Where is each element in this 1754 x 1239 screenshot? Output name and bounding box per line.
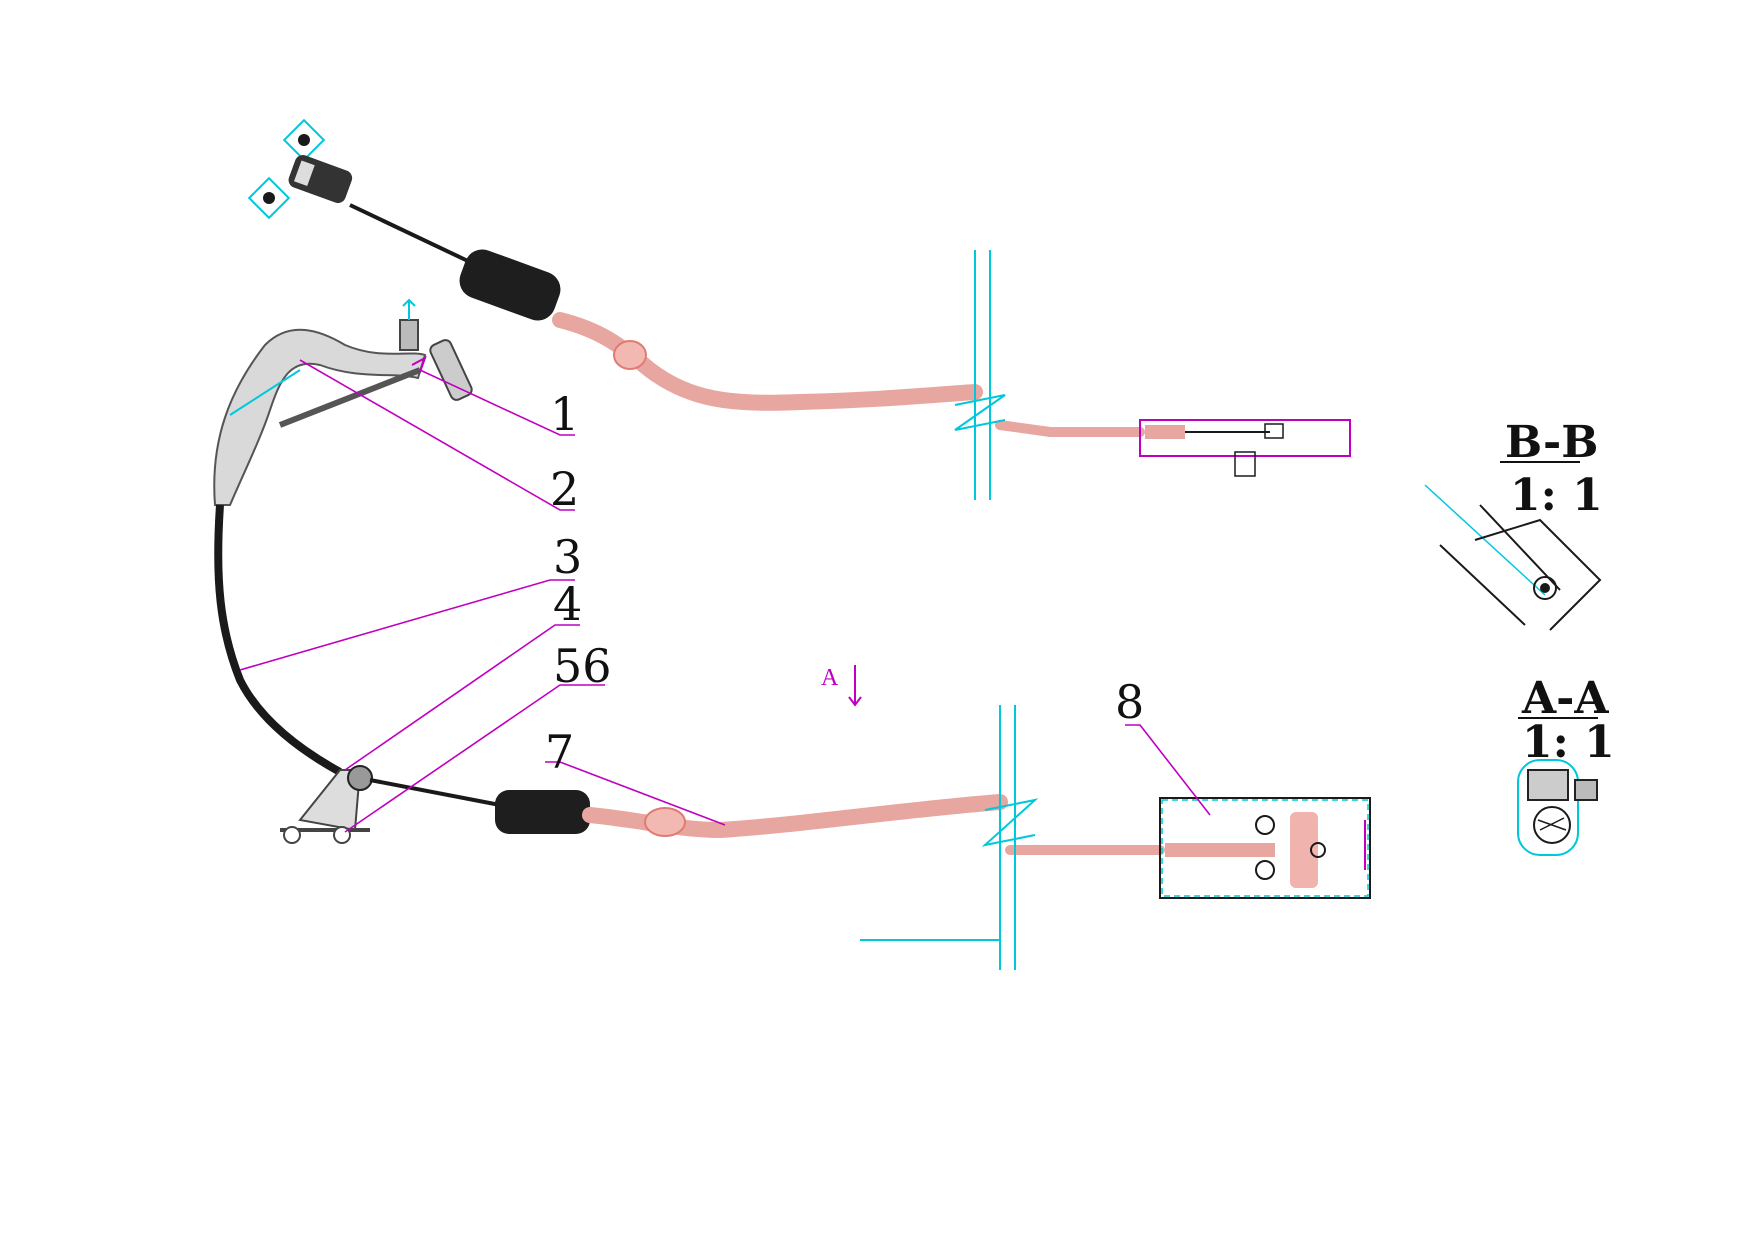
upper-damper	[459, 249, 561, 321]
leader-1	[419, 369, 575, 436]
lower-cable-assembly	[214, 504, 1165, 855]
part-8-bracket	[1159, 797, 1371, 899]
callout-2: 2	[550, 462, 579, 516]
upper-inner-wire	[349, 203, 471, 264]
callout-7: 7	[545, 725, 574, 779]
pedal-arm	[213, 328, 427, 506]
view-marker-a: A	[821, 665, 862, 707]
lower-damper	[495, 790, 590, 834]
section-bb-detail	[1424, 484, 1602, 631]
callout-3: 3	[553, 530, 582, 584]
section-bb-scale: 1: 1	[1510, 470, 1603, 521]
section-aa-title: A-A	[1521, 673, 1609, 724]
pedal-lever	[278, 367, 422, 428]
callout-56: 56	[553, 639, 612, 693]
lower-inner-wire	[369, 778, 501, 807]
leader-4	[344, 624, 580, 771]
lower-mount-bracket	[280, 765, 373, 844]
lower-outer-cable	[214, 504, 342, 776]
pedal-assembly	[213, 298, 473, 506]
upper-frame-section	[954, 250, 1006, 500]
upper-mount-bracket	[247, 118, 353, 220]
section-aa-detail	[1517, 759, 1598, 856]
callout-1: 1	[550, 387, 579, 441]
upper-cable-sleeve	[552, 312, 983, 411]
callout-4: 4	[553, 577, 582, 631]
upper-cable-tail	[995, 420, 1145, 437]
pedal-pad	[429, 339, 473, 401]
section-aa: A-A 1: 1	[1517, 673, 1615, 856]
section-bb: B-B 1: 1	[1424, 417, 1603, 631]
upper-grommet	[613, 340, 647, 370]
pedal-stop	[399, 319, 419, 351]
leader-lines	[239, 359, 1211, 833]
view-arrow-icon	[848, 665, 862, 707]
leader-2	[299, 359, 575, 511]
view-marker-a-label: A	[821, 665, 839, 691]
upper-cable-assembly	[247, 118, 1351, 477]
lower-frame-section	[860, 705, 1039, 970]
lower-grommet	[644, 807, 686, 837]
section-bb-title: B-B	[1505, 417, 1598, 468]
pedal-pivot-marker	[411, 355, 427, 373]
lower-cable-sleeve	[582, 794, 1008, 839]
pedal-stop-icon	[402, 298, 416, 320]
callout-8: 8	[1115, 675, 1144, 729]
leader-8	[1125, 724, 1211, 816]
leader-56	[344, 684, 605, 833]
leader-7	[545, 761, 726, 826]
upper-end-bracket	[1139, 419, 1351, 477]
leader-3	[239, 579, 575, 671]
pedal-guide-line	[229, 369, 301, 416]
